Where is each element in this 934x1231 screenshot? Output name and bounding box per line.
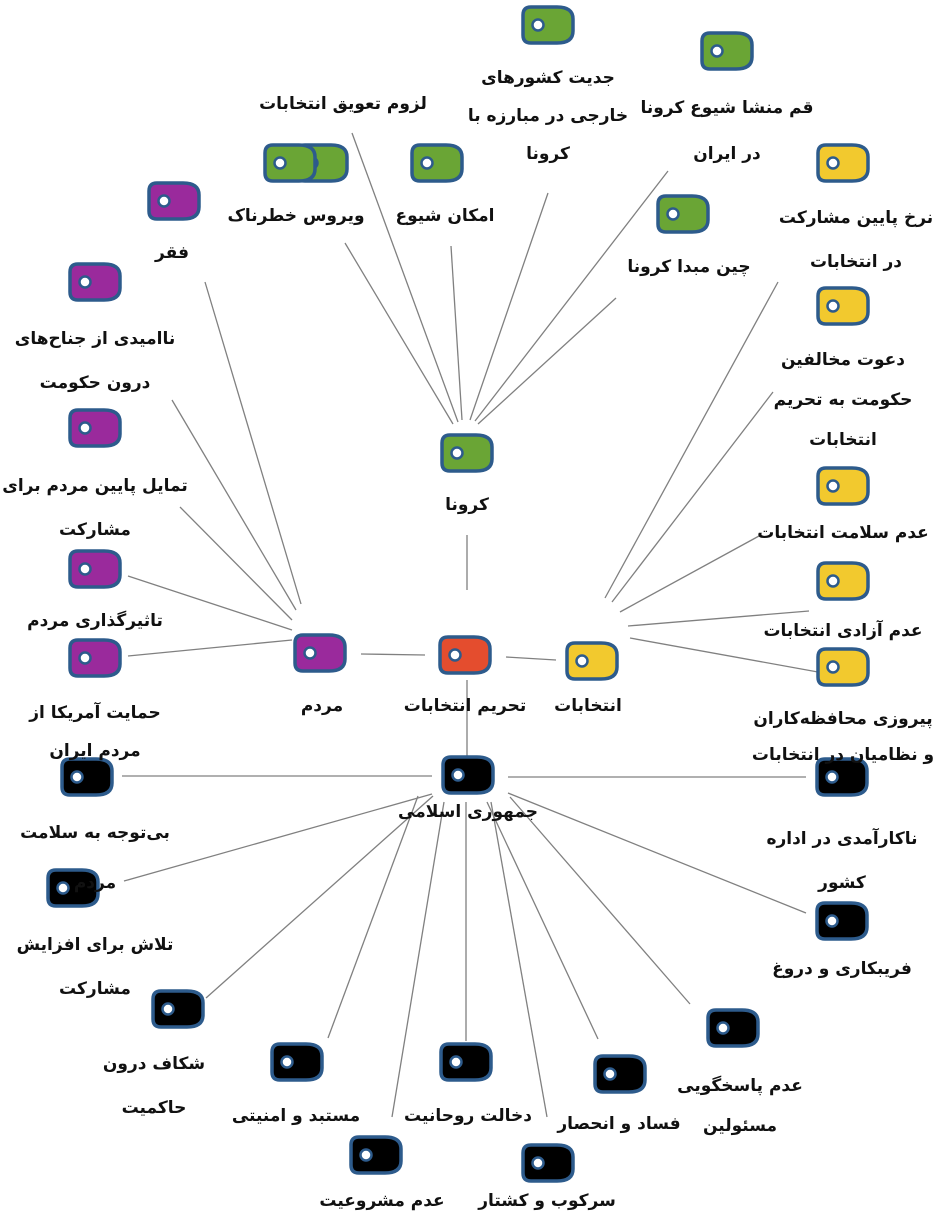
election-item-tag-1 [816, 286, 870, 326]
republic-spoke-10 [490, 801, 548, 1118]
republic-item-label-6: مستبد و امنیتی [231, 1106, 361, 1126]
republic-item-label-10: سرکوب و کشتار [478, 1191, 616, 1211]
corona-item-label-0: لزوم تعویق انتخابات [259, 94, 427, 114]
republic-node-tag [441, 755, 495, 795]
republic-item-label-9: عدم مشروعیت [319, 1191, 445, 1211]
people-spoke-0 [204, 281, 302, 605]
election-item-label-2: عدم سلامت انتخابات [757, 523, 929, 543]
republic-item-tag-6 [270, 1042, 324, 1082]
republic-spoke-8 [486, 801, 599, 1040]
republic-item-tag-10 [521, 1143, 575, 1183]
republic-item-label-4: شکاف درون حاکمیت [102, 1054, 206, 1118]
election-item-label-4: پیروزی محافظه‌کاران و نظامیان در انتخابا… [751, 709, 934, 765]
republic-item-label-2: تلاش برای افزایش مشارکت [16, 935, 174, 999]
corona-item-label-4: امکان شیوع [395, 206, 495, 226]
link-people-center [360, 653, 426, 656]
people-item-label-2: تمایل پایین مردم برای مشارکت [2, 476, 188, 540]
election-item-tag-3 [816, 561, 870, 601]
republic-item-label-7: دخالت روحانیت [404, 1106, 532, 1126]
people-item-tag-4 [68, 638, 122, 678]
election-spoke-3 [627, 610, 810, 627]
republic-item-tag-0 [60, 757, 114, 797]
republic-item-label-0: بی‌توجه به سلامت مردم [20, 823, 170, 893]
republic-item-tag-8 [593, 1054, 647, 1094]
corona-item-tag-1 [521, 5, 575, 45]
corona-item-label-1: جدیت کشورهای خارجی در مبارزه با کرونا [467, 68, 629, 164]
election-spoke-2 [619, 535, 760, 613]
corona-item-tag-2 [700, 31, 754, 71]
elections-node-tag [565, 641, 619, 681]
election-item-tag-4 [816, 647, 870, 687]
corona-item-label-5: چین مبدا کرونا [627, 257, 751, 277]
people-item-tag-0 [147, 181, 201, 221]
people-spoke-1 [171, 399, 297, 611]
election-item-label-0: نرخ پایین مشارکت در انتخابات [778, 208, 934, 272]
republic-item-label-8: فساد و انحصار [557, 1114, 681, 1134]
election-item-tag-0 [816, 143, 870, 183]
people-item-label-3: تاثیرگذاری مردم [27, 611, 163, 631]
people-spoke-4 [127, 639, 293, 657]
republic-spoke-5 [509, 796, 691, 1005]
corona-spoke-4 [450, 245, 463, 421]
link-center-elections [505, 656, 557, 661]
republic-spoke-9 [391, 801, 445, 1118]
republic-item-tag-9 [349, 1135, 403, 1175]
republic-item-label-3: فریبکاری و دروغ [772, 959, 912, 979]
election-item-label-3: عدم آزادی انتخابات [763, 621, 923, 641]
republic-item-tag-1 [815, 757, 869, 797]
republic-spoke-6 [327, 795, 419, 1039]
corona-node-tag [440, 433, 494, 473]
corona-spoke-5 [477, 297, 617, 425]
republic-item-tag-5 [706, 1008, 760, 1048]
people-item-tag-3 [68, 549, 122, 589]
center-node-tag [438, 635, 492, 675]
corona-spoke-0 [351, 132, 459, 423]
people-item-label-0: فقر [155, 243, 189, 263]
election-spoke-4 [629, 637, 841, 677]
elections-node-label: انتخابات [554, 696, 622, 716]
corona-spoke-3 [344, 242, 454, 425]
people-spoke-3 [127, 575, 293, 631]
people-item-tag-2 [68, 408, 122, 448]
republic-item-tag-2 [46, 868, 100, 908]
election-spoke-0 [604, 281, 779, 599]
center-node-label: تحریم انتخابات [403, 696, 527, 716]
corona-item-tag-5 [656, 194, 710, 234]
people-item-label-4: حمایت آمریکا از مردم ایران [29, 703, 161, 761]
corona-item-label-2: قم منشا شیوع کرونا در ایران [640, 98, 814, 164]
republic-spoke-3 [507, 792, 807, 914]
corona-item-tag-3 [263, 143, 317, 183]
people-node-tag [293, 633, 347, 673]
republic-spoke-4 [205, 795, 434, 999]
corona-item-label-3: ویروس خطرناک [227, 206, 365, 226]
republic-item-tag-7 [439, 1042, 493, 1082]
people-node-label: مردم [300, 696, 344, 716]
corona-spoke-1 [469, 192, 549, 421]
republic-item-label-1: ناکارآمدی در اداره کشور [766, 829, 918, 893]
election-item-label-1: دعوت مخالفین حکومت به تحریم انتخابات [773, 350, 913, 450]
corona-spoke-2 [474, 170, 669, 422]
republic-spoke-2 [123, 793, 433, 882]
election-spoke-1 [611, 391, 774, 603]
people-item-label-1: ناامیدی از جناح‌های درون حکومت [14, 329, 176, 393]
republic-item-tag-4 [151, 989, 205, 1029]
people-item-tag-1 [68, 262, 122, 302]
republic-item-label-5: عدم پاسخگویی مسئولین [677, 1076, 803, 1136]
people-spoke-2 [179, 506, 293, 621]
corona-item-tag-4 [410, 143, 464, 183]
corona-node-label: کرونا [445, 495, 489, 515]
republic-node-label: جمهوری اسلامی [398, 802, 538, 822]
election-item-tag-2 [816, 466, 870, 506]
republic-item-tag-3 [815, 901, 869, 941]
